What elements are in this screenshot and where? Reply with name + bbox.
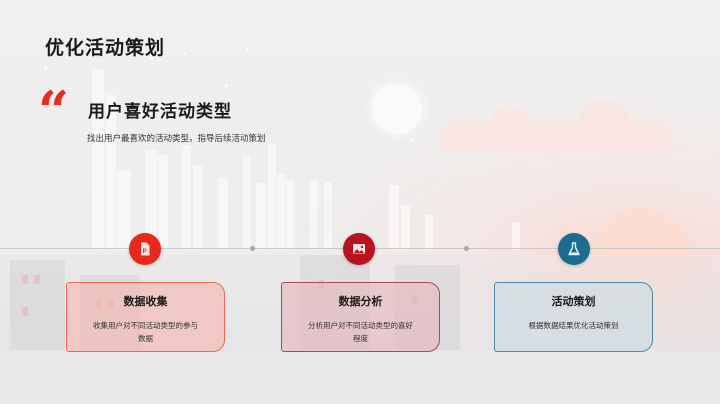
timeline-dot <box>464 246 469 251</box>
star-decoration <box>183 52 186 55</box>
moon-decoration <box>372 84 422 134</box>
flask-icon <box>568 242 580 256</box>
timeline-dot <box>250 246 255 251</box>
step-card-data-analysis: 数据分析 分析用户对不同活动类型的喜好程度 <box>281 282 440 352</box>
step-2-node <box>343 233 375 265</box>
step-card-title: 活动策划 <box>551 295 596 308</box>
step-3-node <box>558 233 590 265</box>
left-double-quote-icon: “ <box>38 79 70 143</box>
step-1-node: P <box>129 233 161 265</box>
section-subtitle: 用户喜好活动类型 <box>88 102 232 122</box>
step-card-text: 根据数据结果优化活动策划 <box>528 321 619 330</box>
cloud-decoration <box>440 100 670 152</box>
ground-strip <box>0 352 720 404</box>
step-card-data-collection: 数据收集 收集用户对不同活动类型的参与数据 <box>66 282 225 352</box>
step-card-activity-planning: 活动策划 根据数据结果优化活动策划 <box>494 282 653 352</box>
star-decoration <box>410 139 413 142</box>
page-title: 优化活动策划 <box>45 37 166 59</box>
image-icon <box>353 244 365 254</box>
star-decoration <box>150 57 153 60</box>
step-card-text: 分析用户对不同活动类型的喜好程度 <box>308 321 413 343</box>
step-card-title: 数据收集 <box>123 295 168 308</box>
document-p-icon: P <box>141 242 150 256</box>
section-description: 找出用户最喜欢的活动类型，指导后续活动策划 <box>87 134 266 144</box>
star-decoration <box>246 48 249 51</box>
star-decoration <box>225 84 228 87</box>
step-card-title: 数据分析 <box>338 295 383 308</box>
step-card-text: 收集用户对不同活动类型的参与数据 <box>93 321 198 343</box>
star-decoration <box>44 66 47 69</box>
svg-text:P: P <box>143 249 147 255</box>
